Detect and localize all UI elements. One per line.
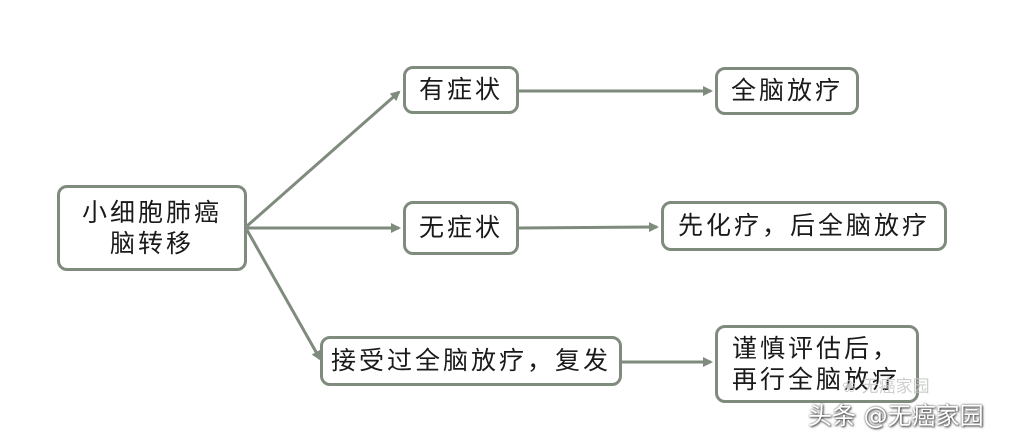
watermark-small: ❀ 无癌家园 xyxy=(842,372,930,397)
node-text: 无症状 xyxy=(418,213,503,243)
node-chemo-then-wbrt: 先化疗，后全脑放疗 xyxy=(661,201,947,251)
node-sclc-brain-metastasis: 小细胞肺癌 脑转移 xyxy=(57,185,247,271)
node-symptomatic: 有症状 xyxy=(403,66,519,114)
node-text-line: 小细胞肺癌 xyxy=(81,197,222,227)
node-text: 先化疗，后全脑放疗 xyxy=(677,211,930,241)
arrow-asymptomatic-to-chemo xyxy=(518,222,659,233)
watermark-toutiao: 头条 @无癌家园 xyxy=(808,402,984,430)
node-text: 全脑放疗 xyxy=(730,76,843,106)
wechat-icon: ❀ xyxy=(842,377,857,397)
node-careful-evaluation-then-wbrt: 谨慎评估后， 再行全脑放疗 xyxy=(715,325,919,403)
node-relapse-after-wbrt: 接受过全脑放疗，复发 xyxy=(320,336,622,386)
node-text-line: 脑转移 xyxy=(109,229,194,258)
node-text: 有症状 xyxy=(418,75,503,105)
node-text: 接受过全脑放疗，复发 xyxy=(330,346,611,376)
node-asymptomatic: 无症状 xyxy=(403,201,519,255)
arrow-root-to-relapse xyxy=(245,229,322,361)
node-text-line: 谨慎评估后， xyxy=(732,333,901,363)
watermark-small-text: 无癌家园 xyxy=(861,377,930,397)
node-text-line: 再行全脑放疗 xyxy=(732,365,901,394)
arrow-root-to-symptomatic xyxy=(246,90,401,228)
node-whole-brain-radiotherapy: 全脑放疗 xyxy=(715,67,859,115)
